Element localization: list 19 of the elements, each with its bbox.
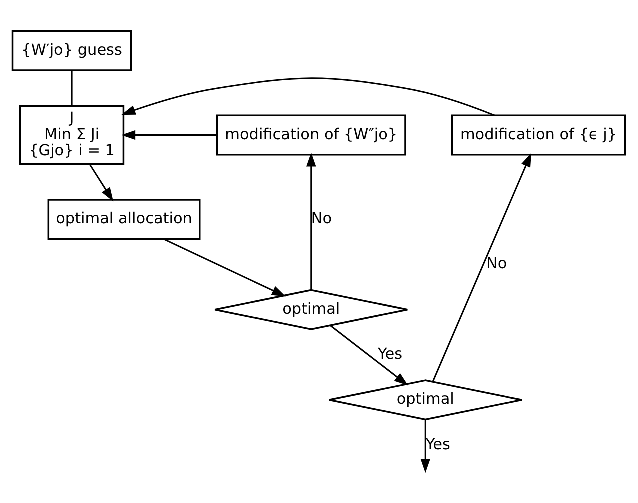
edge-label: Yes bbox=[378, 345, 403, 364]
arrow bbox=[122, 78, 496, 116]
arrow bbox=[306, 152, 316, 290]
node-box: {W′jo} guess bbox=[12, 30, 132, 72]
arrow bbox=[420, 420, 430, 474]
connector bbox=[71, 70, 73, 106]
arrow bbox=[330, 325, 408, 386]
node-diamond: optimal bbox=[328, 380, 523, 421]
arrow bbox=[89, 164, 114, 202]
edge-label: No bbox=[486, 254, 508, 273]
arrow bbox=[432, 153, 532, 382]
node-box: modification of {W″jo} bbox=[216, 114, 406, 156]
node-box: J Min Σ Ji {Gjo} i = 1 bbox=[20, 106, 125, 165]
node-box: modification of {ϵ j} bbox=[451, 114, 626, 156]
node-box: optimal allocation bbox=[48, 199, 201, 240]
arrow bbox=[122, 130, 217, 140]
arrow bbox=[164, 238, 286, 297]
node-diamond: optimal bbox=[214, 289, 408, 330]
edge-label: No bbox=[311, 210, 332, 228]
